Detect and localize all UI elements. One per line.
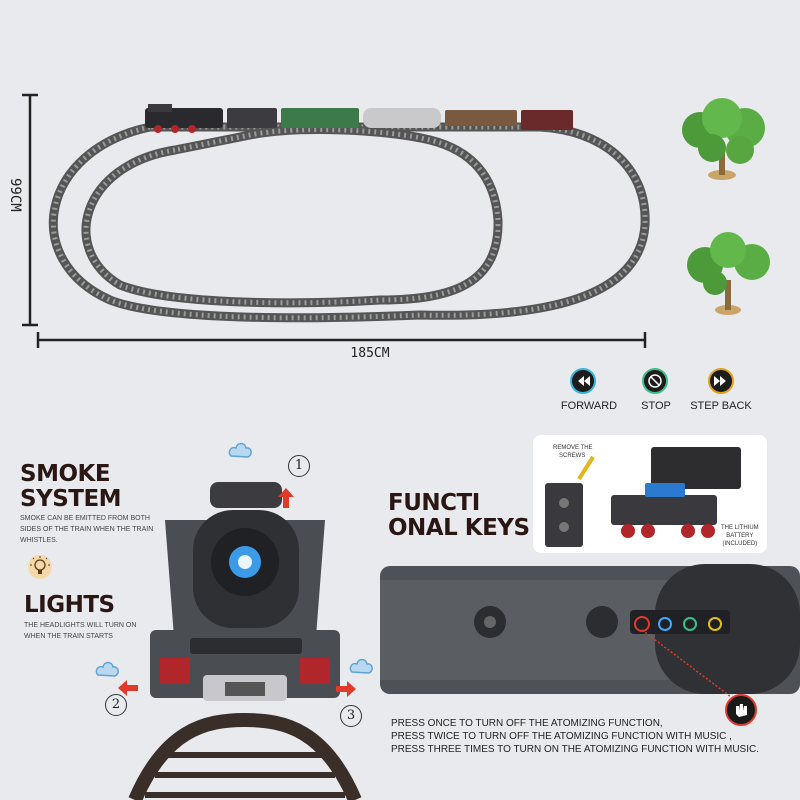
train-on-track [145,104,573,133]
function-key-blue [658,617,672,631]
lights-title: LIGHTS [24,592,115,618]
control-button-stop [642,368,668,394]
fast-forward-icon [708,368,734,394]
smoke-description: SMOKE CAN BE EMITTED FROM BOTH SIDES OF … [20,515,154,544]
control-button-forward [570,368,596,394]
height-dimension-label: 99CM [7,178,23,212]
battery-inset-illustration [545,447,741,547]
function-key-yellow [708,617,722,631]
function-key-green [683,617,697,631]
functional-keys-title-line1: FUNCTI [388,490,480,516]
lithium-battery-label: THE LITHIUM BATTERY (INCLUDED) [721,525,759,547]
battery-inset-panel: REMOVE THE SCREWS THE LITHIUM BATTERY (I… [533,435,767,553]
smoke-title-line2: SYSTEM [20,486,122,512]
smoke-puff-icon-top [225,436,255,471]
press-three-times-text: PRESS THREE TIMES TO TURN ON THE ATOMIZI… [391,744,759,755]
dimension-lines [22,93,647,348]
remove-screws-label: REMOVE THE SCREWS [553,445,593,459]
smoke-puff-icon-right [346,652,376,687]
rewind-icon [570,368,596,394]
forward-label: FORWARD [560,400,618,412]
tree-bottom [687,232,770,315]
track-ovals [48,122,650,323]
smoke-puff-icon-left [92,655,122,690]
lights-description: THE HEADLIGHTS WILL TURN ON WHEN THE TRA… [24,622,137,640]
track-layout-illustration [22,93,770,348]
marker-2: 2 [105,694,127,716]
arrow-up-icon [278,488,294,513]
press-hand-icon [725,694,757,726]
press-once-text: PRESS ONCE TO TURN OFF THE ATOMIZING FUN… [391,718,663,729]
functional-keys-title-line2: ONAL KEYS [388,515,530,541]
width-dimension-label: 185CM [350,346,390,361]
control-button-step-back [708,368,734,394]
marker-1: 1 [288,455,310,477]
train-underside-illustration [380,564,800,700]
tree-top [682,98,765,180]
step-back-label: STEP BACK [690,400,752,412]
smoke-title-line1: SMOKE [20,461,111,487]
press-instructions: PRESS ONCE TO TURN OFF THE ATOMIZING FUN… [391,717,759,756]
locomotive-front-illustration [128,482,362,800]
arrow-left-icon [118,680,138,701]
arrow-right-icon [336,681,356,702]
marker-3: 3 [340,705,362,727]
stop-label: STOP [641,400,671,412]
bulb-icon [28,555,52,579]
function-key-red [634,616,650,632]
press-twice-text: PRESS TWICE TO TURN OFF THE ATOMIZING FU… [391,731,732,742]
stop-icon [642,368,668,394]
